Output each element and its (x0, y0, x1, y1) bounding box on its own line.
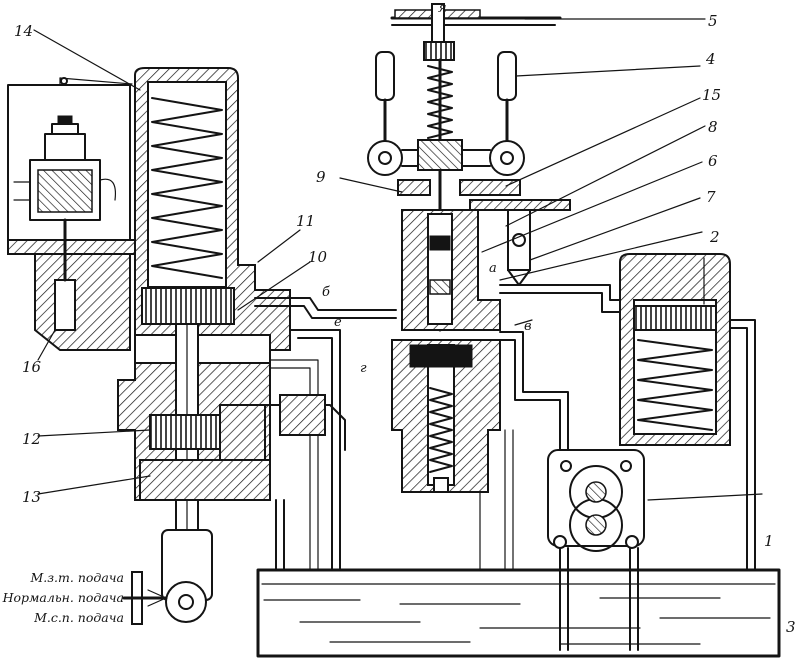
callout-13: 13 (22, 488, 41, 506)
letter-g: г (360, 361, 367, 376)
callout-4: 4 (705, 50, 716, 68)
main-cylinder (117, 67, 291, 623)
letter-a: а (489, 261, 497, 276)
callout-3: 3 (786, 618, 796, 636)
feed-mode-labels: М.з.т. подача Нормальн. подача М.с.п. по… (2, 570, 124, 625)
callout-2: 2 (709, 228, 720, 246)
spring-lower (429, 387, 453, 473)
callout-11: 11 (296, 212, 315, 230)
callout-14: 14 (14, 22, 33, 40)
feed-selector (122, 571, 168, 625)
motor-housing (7, 77, 139, 351)
feed-mode-slow: М.с.п. подача (33, 610, 124, 625)
pipelines (59, 284, 756, 651)
spring-upper (427, 65, 453, 139)
callout-10: 10 (308, 248, 328, 266)
right-cylinder (619, 253, 731, 446)
callout-9: 9 (316, 168, 326, 186)
letter-v: в (524, 319, 532, 334)
letter-ya: я (438, 1, 447, 16)
callout-7: 7 (706, 188, 716, 206)
oil-tank (256, 568, 781, 658)
leader-lines (33, 18, 763, 501)
letter-b: б (322, 285, 330, 300)
callout-16: 16 (22, 358, 42, 376)
feed-mode-fast: М.з.т. подача (29, 570, 124, 585)
callout-15: 15 (702, 86, 721, 104)
callout-labels: 1 2 3 4 5 6 7 8 9 10 11 12 13 14 15 16 (14, 12, 796, 636)
letter-e: е (334, 315, 342, 330)
callout-1: 1 (764, 532, 774, 550)
callout-5: 5 (708, 12, 718, 30)
control-valve (367, 3, 571, 493)
callout-12: 12 (22, 430, 41, 448)
gear-pump (547, 449, 645, 552)
callout-6: 6 (708, 152, 718, 170)
spring-14 (151, 97, 223, 279)
feed-mode-normal: Нормальн. подача (2, 590, 124, 605)
spring-2 (637, 339, 713, 431)
callout-8: 8 (708, 118, 718, 136)
port-letters: а б в г е я (322, 1, 532, 376)
